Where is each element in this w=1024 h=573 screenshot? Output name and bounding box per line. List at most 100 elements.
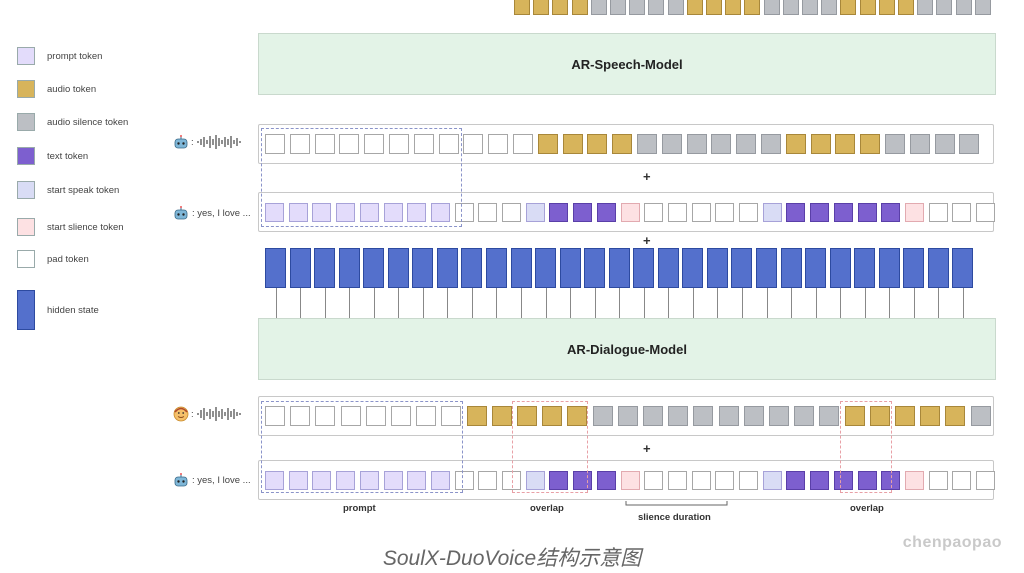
start-silence-token: [620, 203, 640, 222]
pad-token: [928, 203, 948, 222]
dialogue-text-speaker: : yes, I love ...: [173, 472, 251, 488]
legend-item-prompt: prompt token: [17, 47, 102, 65]
audio-silence-token: [617, 406, 638, 426]
start-speak-token: [525, 471, 545, 490]
text-token: [786, 203, 806, 222]
hidden-state: [314, 248, 336, 288]
dialogue-audio-speaker: :: [173, 406, 244, 422]
start-speak-token: [762, 471, 782, 490]
pad-token: [739, 471, 758, 490]
start-silence-token: [904, 471, 924, 490]
audio-silence-token: [794, 406, 815, 426]
audio-silence-token: [769, 406, 789, 426]
connector-line: [864, 288, 866, 318]
prompt-token: [288, 203, 308, 222]
person-icon: [173, 406, 189, 422]
text-token: [549, 471, 569, 490]
connector-line: [349, 288, 351, 318]
audio-silence-token: [821, 0, 838, 15]
pad-token: [413, 134, 434, 154]
audio-token: [840, 0, 857, 15]
connector-line: [692, 288, 694, 318]
prompt-token: [430, 471, 450, 490]
pad-token: [667, 203, 687, 222]
pad-token: [644, 471, 664, 490]
pad-token: [976, 203, 995, 222]
pad-token: [339, 134, 360, 154]
pad-token: [667, 471, 687, 490]
watermark: chenpaopao: [902, 534, 1002, 551]
audio-token: [706, 0, 722, 15]
legend-item-silence: audio silence token: [17, 113, 128, 131]
pad-token: [513, 134, 533, 154]
audio-token: [491, 406, 512, 426]
legend-label: text token: [47, 150, 89, 162]
prompt-token: [288, 471, 308, 490]
pad-token: [391, 406, 411, 426]
text-token: [857, 471, 877, 490]
prompt-highlight-dialogue: [261, 401, 463, 493]
speech-text-prefix: : yes, I love ...: [192, 207, 251, 219]
prompt-token: [312, 203, 332, 222]
legend-label: audio silence token: [47, 116, 129, 128]
connector-line: [668, 288, 670, 318]
connector-line: [717, 288, 719, 318]
legend-label: hidden state: [47, 304, 99, 316]
plus-sign: +: [643, 169, 651, 184]
audio-silence-token: [648, 0, 665, 15]
hidden-state: [780, 248, 802, 288]
prompt-token: [383, 471, 403, 490]
audio-token: [898, 0, 914, 15]
connector-line: [913, 288, 915, 318]
text-token: [596, 471, 616, 490]
silence-duration-annotation: slience duration: [638, 512, 711, 523]
start-speak-token: [525, 203, 545, 222]
start-speak-token: [762, 203, 782, 222]
silence-duration-bracket: [625, 501, 728, 506]
legend-item-start-speak: start speak token: [17, 181, 119, 199]
audio-silence-token: [711, 134, 732, 154]
pad-token: [289, 134, 310, 154]
audio-silence-token: [629, 0, 646, 15]
audio-token: [517, 406, 537, 426]
text-token: [881, 471, 901, 490]
audio-silence-token: [668, 406, 689, 426]
audio-token: [612, 134, 633, 154]
pad-token: [389, 134, 409, 154]
legend-label: start slience token: [47, 221, 124, 233]
dialogue-text-prefix: : yes, I love ...: [192, 474, 251, 486]
text-token: [810, 471, 830, 490]
audio-token: [533, 0, 550, 15]
hidden-state: [756, 248, 777, 288]
hidden-state: [952, 248, 974, 288]
audio-silence-token: [718, 406, 739, 426]
pad-token: [928, 471, 948, 490]
hidden-state: [878, 248, 900, 288]
legend-item-hidden: hidden state: [17, 290, 99, 330]
prompt-token: [407, 471, 427, 490]
prompt-token: [359, 203, 379, 222]
audio-silence-token: [761, 134, 781, 154]
legend-item-audio: audio token: [17, 80, 96, 98]
connector-line: [840, 288, 842, 318]
audio-silence-token: [917, 0, 934, 15]
waveform-icon: [197, 407, 241, 421]
hidden-state: [485, 248, 507, 288]
connector-line: [815, 288, 817, 318]
audio-silence-token: [590, 0, 607, 15]
audio-silence-token: [909, 134, 930, 154]
speech-audio-speaker: :: [173, 134, 244, 150]
hidden-state: [363, 248, 385, 288]
speech-audio-row: [258, 124, 994, 164]
audio-token: [587, 134, 608, 154]
connector-line: [570, 288, 572, 318]
pad-token: [478, 471, 498, 490]
ar-speech-model-label: AR-Speech-Model: [571, 56, 683, 72]
pad-token: [488, 134, 509, 154]
legend-swatch: [17, 218, 35, 236]
hidden-state: [584, 248, 606, 288]
prompt-token: [383, 203, 403, 222]
pad-token: [715, 203, 735, 222]
audio-token: [537, 134, 558, 154]
legend-swatch: [17, 250, 35, 268]
